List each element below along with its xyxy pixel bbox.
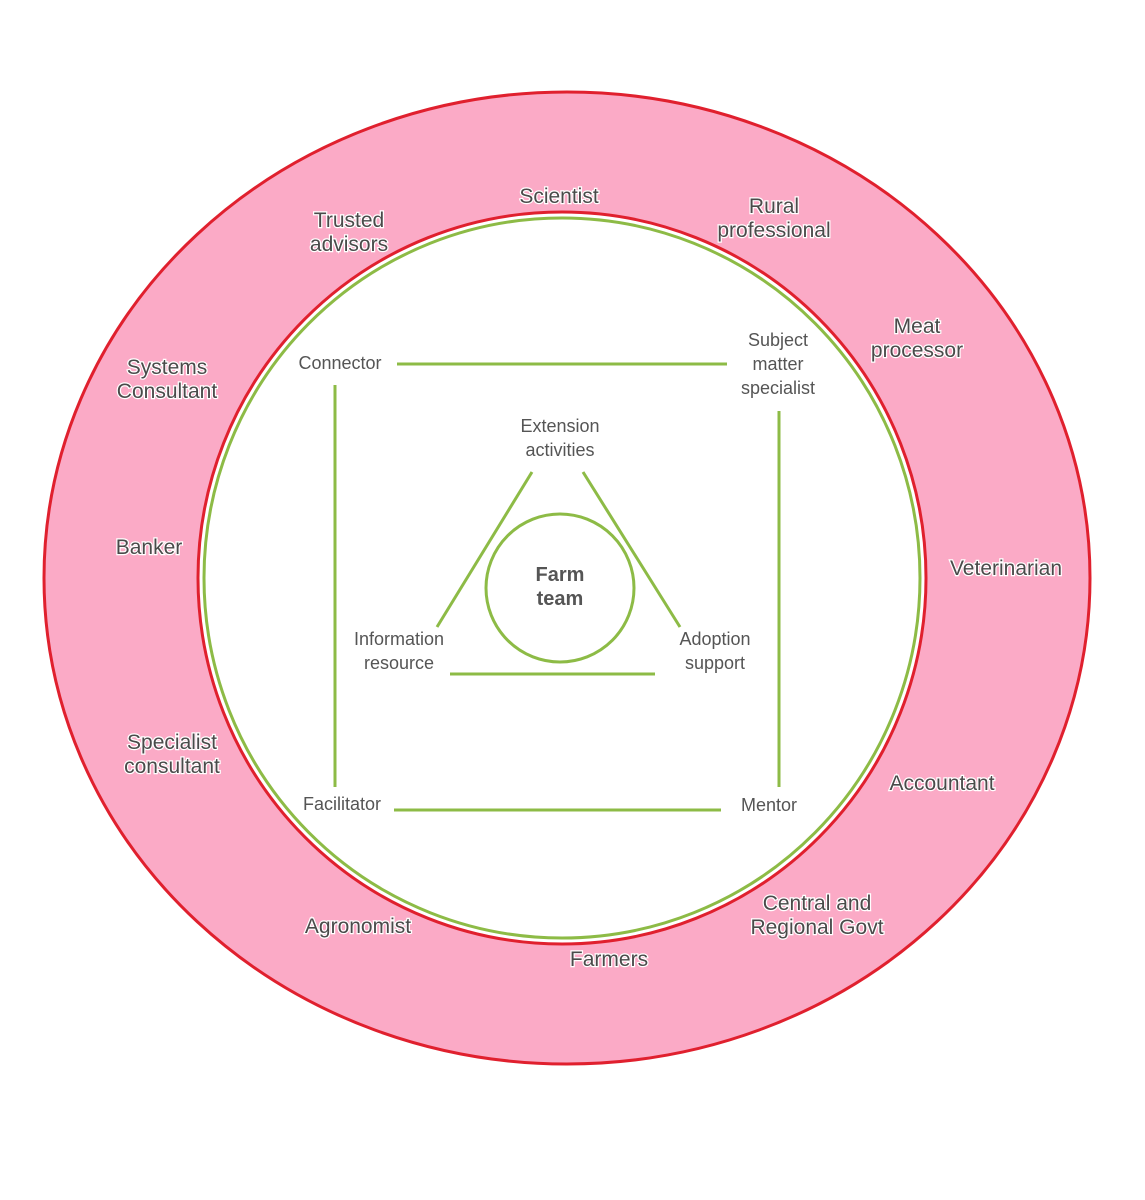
label-farmers-line: Farmers xyxy=(570,948,648,971)
label-adoption-support-line: Adoption xyxy=(679,629,750,649)
label-information-resource: Information resource xyxy=(354,629,444,673)
label-farmers: Farmers xyxy=(570,948,648,971)
farm-team-circle xyxy=(484,512,636,664)
label-extension-activities-line: activities xyxy=(525,440,594,460)
label-accountant: Accountant xyxy=(889,772,994,795)
label-facilitator-line: Facilitator xyxy=(303,794,381,814)
label-accountant-line: Accountant xyxy=(889,772,994,795)
label-systems-consultant-line: Consultant xyxy=(117,380,218,403)
label-scientist: Scientist xyxy=(519,185,599,208)
label-extension-activities: Extension activities xyxy=(520,416,599,460)
inner-green-ring xyxy=(202,216,922,940)
label-banker: Banker xyxy=(116,536,183,559)
label-subject-matter-specialist-line: matter xyxy=(752,354,803,374)
extension-to-information-line xyxy=(435,471,534,628)
label-subject-matter-specialist-line: specialist xyxy=(741,378,815,398)
label-extension-activities-line: Extension xyxy=(520,416,599,436)
label-facilitator: Facilitator xyxy=(303,794,381,814)
label-meat-processor-line: Meat xyxy=(894,315,941,338)
label-veterinarian: Veterinarian xyxy=(950,557,1062,580)
label-agronomist-line: Agronomist xyxy=(305,915,411,938)
label-central-regional-govt-line: Central and xyxy=(763,892,872,915)
label-farm-team-line: Farm xyxy=(536,564,585,586)
label-information-resource-line: Information xyxy=(354,629,444,649)
label-rural-professional-line: Rural xyxy=(749,195,799,218)
label-veterinarian-line: Veterinarian xyxy=(950,557,1062,580)
label-specialist-consultant-line: Specialist xyxy=(127,731,217,754)
label-mentor: Mentor xyxy=(741,795,797,815)
label-trusted-advisors-line: Trusted xyxy=(314,209,384,232)
label-trusted-advisors-line: advisors xyxy=(310,233,388,256)
label-mentor-line: Mentor xyxy=(741,795,797,815)
label-information-resource-line: resource xyxy=(364,653,434,673)
label-systems-consultant-line: Systems xyxy=(127,356,208,379)
extension-to-adoption-line xyxy=(581,471,682,628)
label-meat-processor-line: processor xyxy=(871,339,963,362)
label-banker-line: Banker xyxy=(116,536,183,559)
label-subject-matter-specialist-line: Subject xyxy=(748,330,808,350)
label-specialist-consultant-line: consultant xyxy=(124,755,220,778)
label-scientist-line: Scientist xyxy=(519,185,599,208)
label-agronomist: Agronomist xyxy=(305,915,411,938)
label-adoption-support: Adoption support xyxy=(679,629,750,673)
label-subject-matter-specialist: Subject matter specialist xyxy=(741,330,815,398)
label-connector-line: Connector xyxy=(298,353,381,373)
label-connector: Connector xyxy=(298,353,381,373)
label-adoption-support-line: support xyxy=(685,653,745,673)
label-farm-team-line: team xyxy=(537,588,584,610)
label-rural-professional-line: professional xyxy=(717,219,830,242)
label-central-regional-govt-line: Regional Govt xyxy=(750,916,883,939)
